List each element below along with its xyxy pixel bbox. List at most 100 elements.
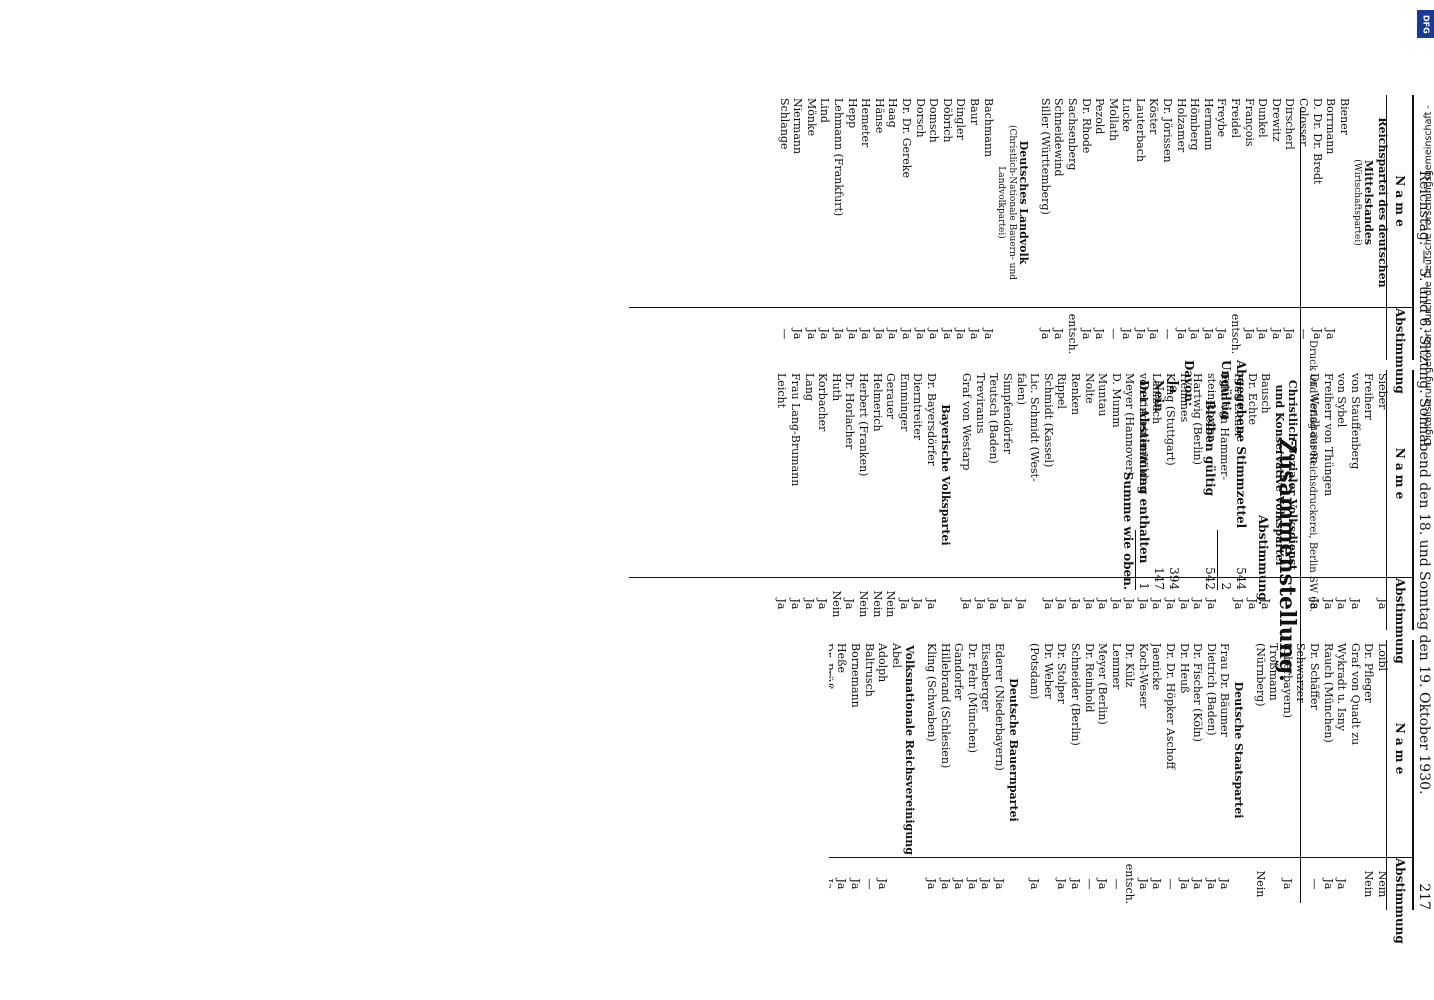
member-name: Dr. Pfleger — [1362, 643, 1376, 703]
member-name: von Stauffenberg — [1348, 373, 1362, 470]
member-vote: Ja — [1068, 878, 1082, 890]
member-vote: Ja — [1147, 328, 1161, 340]
page-header: Reichstag. — 5. und 6. Sitzung. Sonnaben… — [1414, 95, 1434, 910]
member-name: Frau Lang-Brumann — [789, 373, 803, 487]
member-name: Schneidewind — [1052, 98, 1066, 177]
member-vote: entsch. — [1229, 313, 1243, 355]
summary-subtitle: Abstimmung. — [1256, 515, 1270, 605]
member-vote: Ja — [1283, 328, 1297, 340]
member-vote: entsch. — [1065, 313, 1079, 355]
sum-rule — [1217, 530, 1218, 590]
member-name: Dr. Dr. Gereke — [900, 98, 913, 178]
member-vote: Ja — [1052, 328, 1066, 340]
vote-header: Abstimmung — [1387, 857, 1412, 944]
member-name: Dirscherl — [1283, 98, 1297, 150]
nein-label: Nein — [1152, 380, 1166, 412]
member-name: Sieber — [1376, 373, 1389, 410]
member-name: Colosser — [1297, 98, 1311, 147]
member-name: Dingler — [954, 98, 968, 140]
member-name: Ederer (Niederbayern) — [992, 643, 1006, 771]
member-name: Mollath — [1106, 98, 1120, 141]
member-name: Heße — [835, 643, 849, 673]
member-name: Teutsch (Baden) — [987, 373, 1001, 464]
member-vote: Ja — [791, 328, 805, 340]
member-name: Dr. Prüß — [829, 643, 835, 690]
member-vote: — — [1161, 328, 1175, 340]
right-rule — [1300, 108, 1301, 903]
member-vote: Ja — [1335, 598, 1349, 610]
enthalten-label: Der Abstimmung enthalten — [1137, 380, 1151, 564]
member-vote: Ja — [1096, 878, 1110, 890]
member-vote: Ja — [897, 598, 911, 610]
member-name: Gerauer — [884, 373, 898, 419]
bleiben-value: 542 — [1203, 567, 1217, 590]
member-vote: Ja — [1280, 878, 1294, 890]
member-vote: Ja — [1204, 878, 1218, 890]
member-name: Huth — [829, 373, 843, 402]
member-vote: Ja — [849, 878, 863, 890]
names-list: Reichspartei des deutschen Mittelstandes… — [629, 95, 1389, 307]
ja-value: 394 — [1167, 567, 1181, 590]
page-title: Reichstag. — 5. und 6. Sitzung. Sonnaben… — [1416, 170, 1432, 795]
member-name: Drewitz — [1269, 98, 1283, 142]
member-name: Döbrich — [940, 98, 954, 143]
name-header: N a m e — [1393, 447, 1407, 500]
name-header: N a m e — [1393, 722, 1407, 775]
member-name: Freybe — [1215, 98, 1229, 138]
member-name: Borrmann — [1324, 98, 1338, 155]
member-vote: entsch. — [1123, 863, 1137, 905]
member-vote: Ja — [1133, 328, 1147, 340]
member-name: Korbacher — [816, 373, 830, 432]
member-vote: Ja — [960, 598, 974, 610]
member-vote — [1362, 578, 1376, 630]
member-name: Loibl — [1376, 643, 1389, 672]
member-name: Freidel — [1229, 98, 1243, 138]
member-vote: Ja — [1256, 328, 1270, 340]
member-vote: Nein — [857, 590, 871, 618]
member-vote: Ja — [911, 598, 925, 610]
member-vote: Ja — [1321, 878, 1335, 890]
member-vote: Ja — [992, 878, 1006, 890]
member-vote: Ja — [886, 328, 900, 340]
name-header: N a m e — [1393, 175, 1407, 227]
ungueltig-label: Ungültig — [1219, 360, 1233, 420]
member-vote: Nein — [870, 590, 884, 618]
member-name: Hemeter — [859, 98, 873, 148]
member-name: Haag — [886, 98, 900, 128]
member-vote: Ja — [1335, 878, 1349, 890]
summe-label: Summe wie oben. — [1121, 471, 1135, 590]
party-subheading: (Wirtschaftspartei) — [1351, 159, 1362, 246]
member-name: Dunkel — [1256, 98, 1270, 138]
member-vote: Ja — [876, 878, 890, 890]
member-vote: Ja — [1028, 878, 1042, 890]
member-vote — [1041, 858, 1055, 910]
ja-label: Ja — [1167, 380, 1181, 394]
party-subheading: (Christlich-Nationale Bauern- und Landvo… — [995, 124, 1017, 281]
member-vote: Ja — [900, 328, 913, 340]
member-vote: Ja — [1215, 328, 1229, 340]
member-name: Treviranus — [973, 373, 987, 434]
dfg-logo: DFG — [1417, 10, 1434, 38]
member-vote: Ja — [981, 328, 995, 340]
member-vote: Ja — [1093, 328, 1107, 340]
member-vote: Nein — [884, 590, 898, 618]
column-1-header: N a m e Abstimmung — [1386, 95, 1414, 394]
member-name: Hänse — [872, 98, 886, 134]
member-name: Freiherr — [1362, 373, 1376, 421]
member-vote: Ja — [804, 328, 818, 340]
member-vote: Nein — [1253, 870, 1267, 898]
member-vote: Ja — [1201, 328, 1215, 340]
member-name: Adolph — [876, 643, 890, 683]
member-vote: Ja — [925, 598, 938, 610]
member-name: Hepp — [845, 98, 859, 129]
vote-header: Abstimmung — [1387, 577, 1412, 664]
member-vote: — — [1082, 878, 1096, 890]
member-name: Mönke — [804, 98, 818, 137]
member-name: Rauch (München) — [1321, 643, 1335, 743]
member-vote: Ja — [913, 328, 927, 340]
member-name: Emminger — [897, 373, 911, 432]
member-vote: Ja — [1150, 878, 1164, 890]
member-vote: Ja — [1242, 328, 1256, 340]
member-vote: Ja — [967, 328, 981, 340]
member-vote: Ja — [843, 598, 857, 610]
